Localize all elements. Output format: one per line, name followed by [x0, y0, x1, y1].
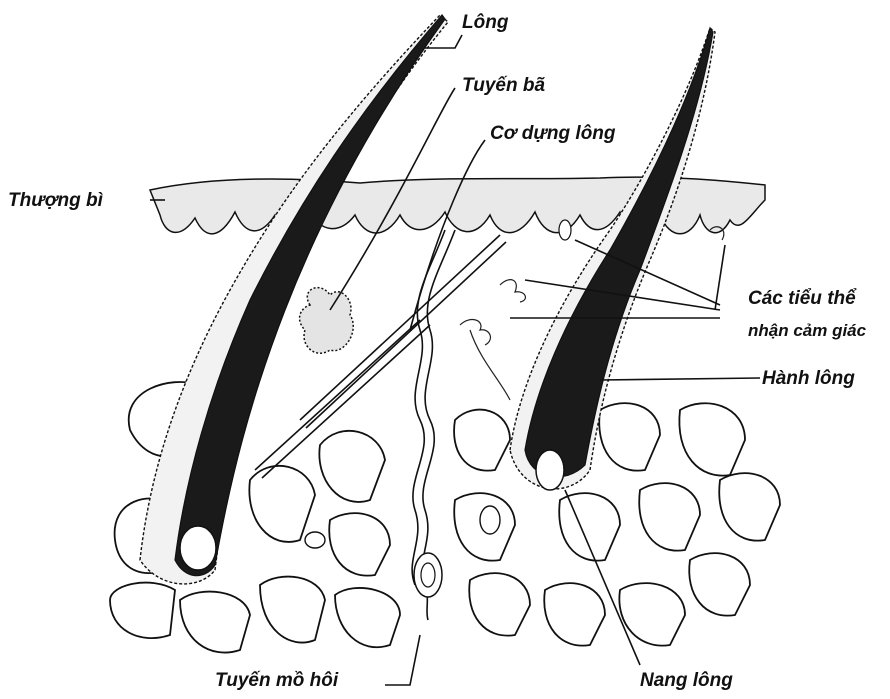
label-tuyen-ba: Tuyến bã	[462, 75, 545, 96]
sebaceous-gland	[300, 288, 354, 354]
label-co-dung-long: Cơ dựng lông	[490, 123, 616, 144]
label-cac-tieu-the-1: Các tiểu thể	[748, 288, 857, 309]
label-long: Lông	[462, 12, 509, 33]
label-cac-tieu-the-2: nhận cảm giác	[748, 321, 867, 340]
label-hanh-long: Hành lông	[762, 368, 855, 389]
label-tuyen-mo-hoi: Tuyến mồ hôi	[215, 670, 339, 691]
label-nang-long: Nang lông	[640, 670, 733, 691]
label-thuong-bi: Thượng bì	[8, 190, 104, 211]
